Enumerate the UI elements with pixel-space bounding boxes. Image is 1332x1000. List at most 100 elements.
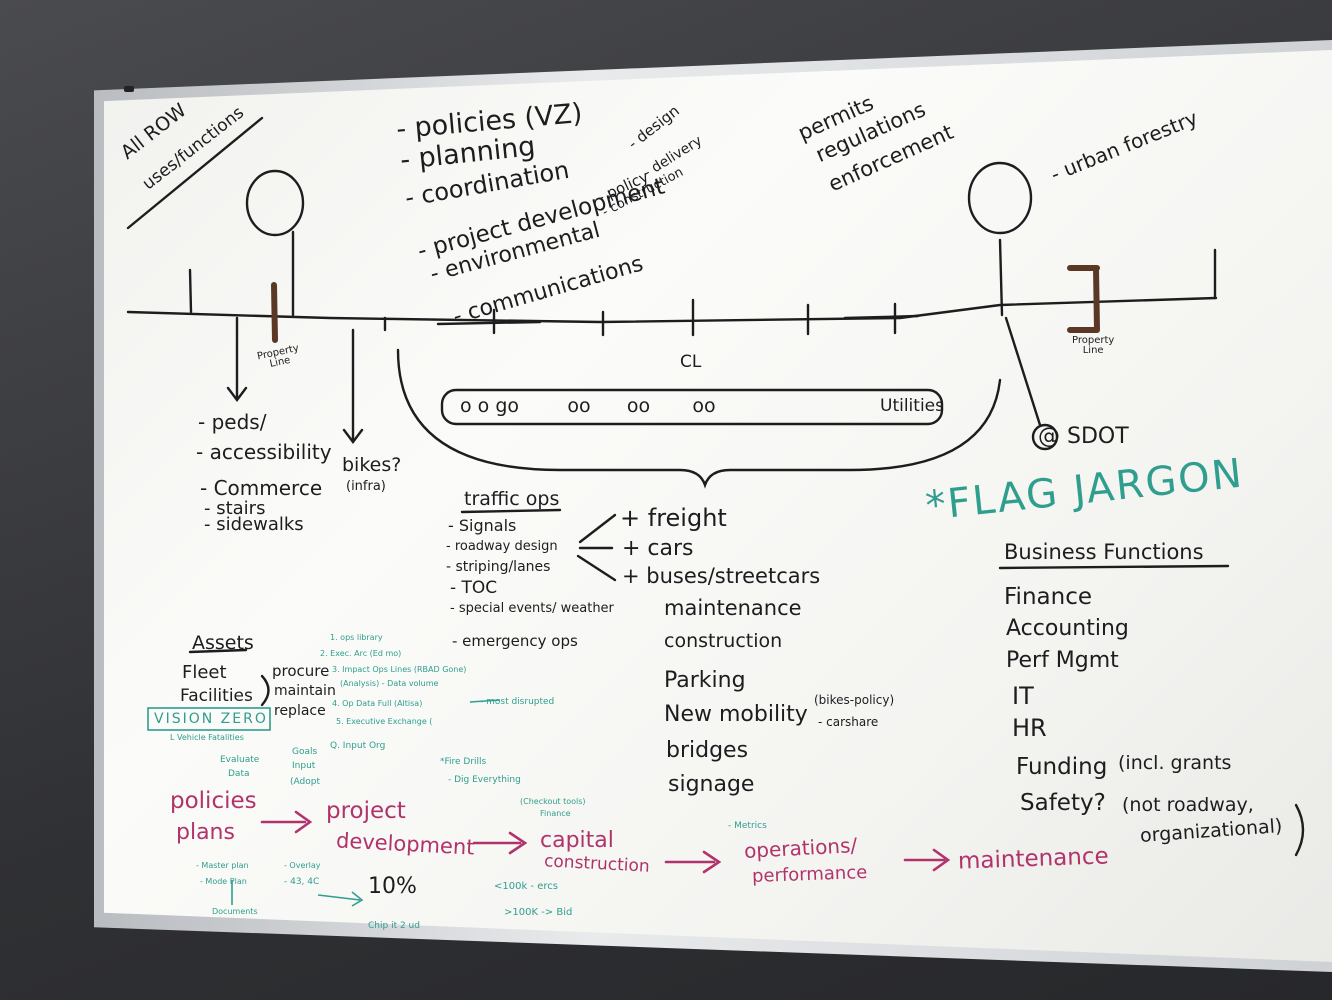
right-property-word: Property: [1072, 335, 1115, 346]
business-finance: Finance: [1004, 584, 1092, 610]
utilities-label: Utilities: [880, 396, 944, 416]
whiteboard: [104, 50, 1332, 962]
uses-accessibility: - accessibility: [196, 440, 332, 464]
ops-new-mobility: New mobility: [664, 702, 808, 727]
lane-dash-2: [843, 314, 920, 320]
sdot-circle: [1031, 423, 1059, 451]
safety-note-1: (not roadway,: [1122, 794, 1254, 816]
business-functions-title: Business Functions: [1004, 540, 1204, 564]
ops-signage: signage: [668, 772, 755, 797]
assets-fleet: Fleet: [182, 662, 227, 683]
uses-stairs: - stairs: [204, 498, 266, 519]
pipeline-operations: operations/: [743, 833, 858, 863]
teal-note-18: - Metrics: [728, 821, 767, 831]
traffic-brackets: [576, 513, 617, 582]
assets-underline: [188, 648, 248, 654]
bikes-label: bikes?: [342, 454, 402, 476]
traffic-ops-item-3: - TOC: [450, 578, 498, 598]
business-underline: [998, 564, 1230, 570]
bikes-infra-label: (infra): [346, 479, 386, 494]
left-property-line: [271, 282, 278, 343]
vision-zero-label: VISION ZERO: [154, 711, 268, 727]
right-property-line: [1067, 265, 1100, 333]
traffic-ops-item-0: - Signals: [448, 516, 517, 535]
traffic-ops-item-4: - special events/ weather: [450, 601, 614, 616]
uses-commerce: - Commerce: [200, 476, 323, 500]
teal-note-0: 1. ops library: [330, 633, 383, 642]
new-mobility-note-2: - carshare: [818, 715, 879, 729]
teal-note-9: Data: [228, 769, 250, 779]
mode-cars: + cars: [622, 536, 694, 561]
property-line-markers: [271, 265, 1100, 343]
pipeline-performance: performance: [751, 861, 868, 888]
teal-note-4: 4. Op Data Full (Altisa): [332, 699, 423, 708]
arrow-4: [903, 848, 951, 872]
teal-note-6: - most disrupted: [480, 697, 555, 707]
sdot-label: @ SDOT: [1038, 424, 1129, 449]
utilities-box: [440, 388, 944, 426]
funding-paren: [1294, 803, 1305, 857]
right-of-way-brace: [396, 348, 1002, 489]
mode-freight: + freight: [620, 504, 727, 532]
uses-peds: - peds/: [198, 410, 267, 434]
arrow-1: [260, 810, 313, 834]
pipeline-policies: policies: [170, 788, 257, 814]
left-curb: [188, 268, 193, 314]
right-tree-canopy: [967, 161, 1033, 235]
teal-note-15: - Dig Everything: [448, 775, 521, 785]
assets-procure: procure: [272, 662, 330, 680]
assets-title: Assets: [192, 632, 254, 654]
arrow-3: [664, 850, 722, 874]
teal-note-11: Input: [292, 761, 316, 771]
funding-note: (incl. grants: [1118, 752, 1232, 774]
teal-note-10: Goals: [292, 747, 318, 757]
traffic-ops-item-5: - emergency ops: [452, 632, 578, 650]
utility-circles: o o go oo oo oo: [460, 395, 716, 417]
uses-sidewalks: - sidewalks: [204, 514, 304, 535]
pipeline-capital: capital: [540, 828, 614, 853]
sdot-pointer: [1004, 316, 1042, 427]
teal-note-3: (Analysis) - Data volume: [340, 679, 439, 688]
teal-arrows: [231, 699, 501, 907]
teal-note-25: <100k - ercs: [494, 881, 558, 892]
business-accounting: Accounting: [1006, 616, 1129, 641]
teal-note-26: >100K -> Bid: [504, 907, 573, 918]
board-magnet: [124, 86, 134, 92]
top-left-underline: [126, 116, 264, 230]
pipeline-arrows: [260, 810, 951, 874]
teal-note-24: Chip it 2 ud: [368, 921, 420, 931]
peds-arrow: [226, 316, 248, 402]
pipeline-maintenance: maintenance: [957, 843, 1110, 875]
teal-note-1: 2. Exec. Arc (Ed mo): [320, 649, 402, 658]
assets-replace: replace: [274, 703, 326, 719]
traffic-ops-item-1: - roadway design: [446, 539, 558, 554]
assets-maintain: maintain: [274, 683, 336, 699]
teal-note-21: Documents: [212, 907, 258, 916]
new-mobility-note-1: (bikes-policy): [814, 693, 895, 707]
lane-ticks: [383, 298, 897, 337]
teal-note-22: - Overlay: [284, 861, 321, 870]
right-line-word: Line: [1082, 345, 1104, 356]
teal-note-20: - Mode Plan: [200, 877, 247, 886]
lane-dash-1: [436, 320, 542, 326]
right-property-line-label: Property Line: [1072, 336, 1114, 356]
bikes-arrow: [342, 328, 364, 444]
ops-parking: Parking: [664, 668, 746, 693]
centerline-label: CL: [680, 352, 702, 372]
business-it: IT: [1012, 682, 1034, 710]
ops-construction: construction: [664, 630, 783, 652]
teal-annotations: [147, 699, 501, 907]
pipeline-plans: plans: [176, 820, 235, 845]
teal-note-13: Q. Input Org: [330, 741, 386, 751]
left-tree-canopy: [245, 169, 305, 237]
traffic-ops-item-2: - striping/lanes: [446, 559, 551, 575]
teal-note-19: - Master plan: [196, 861, 249, 870]
pipeline-project: project: [326, 798, 406, 824]
teal-note-14: *Fire Drills: [440, 757, 487, 767]
ten-percent-label: 10%: [368, 874, 417, 899]
arrow-2: [472, 831, 528, 855]
ops-maintenance: maintenance: [664, 596, 802, 620]
vision-zero-box: [147, 707, 271, 731]
business-funding: Funding: [1016, 754, 1108, 780]
